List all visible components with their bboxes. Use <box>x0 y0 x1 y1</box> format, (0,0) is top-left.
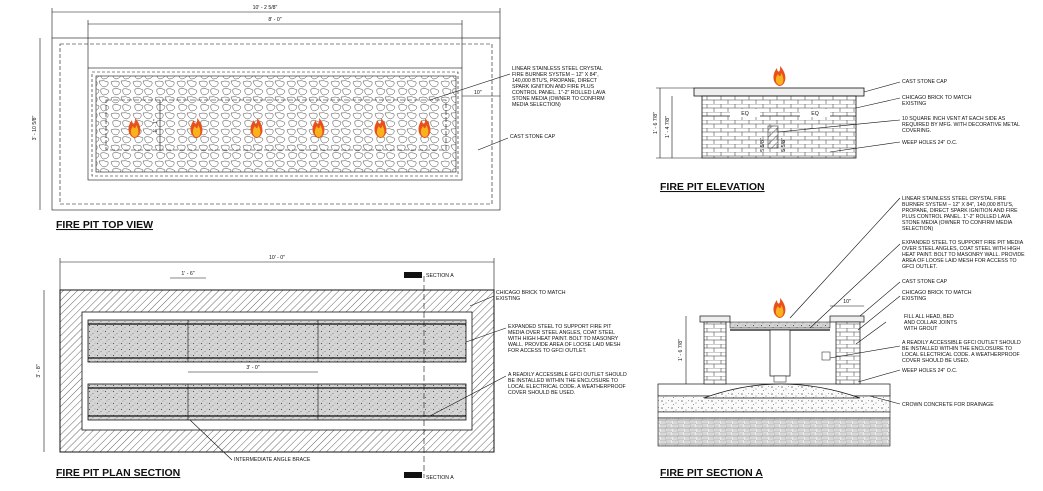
plan-dim-brace: 1' - 6" <box>181 271 194 277</box>
section-a-note-weep: WEEP HOLES 24" O.C. <box>902 368 957 374</box>
svg-text:STONE MEDIA (OWNER TO CONFIRM: STONE MEDIA (OWNER TO CONFIRM <box>512 96 605 102</box>
plan-section-a-top: SECTION A <box>426 273 454 279</box>
svg-text:COVERING.: COVERING. <box>902 128 931 134</box>
svg-text:FOR ACCESS TO GFCI OUTLET.: FOR ACCESS TO GFCI OUTLET. <box>508 348 587 354</box>
svg-text:BURNER SYSTEM – 12" X 84", 140: BURNER SYSTEM – 12" X 84", 140,000 BTU'S… <box>902 202 1013 208</box>
section-a-note-concrete: CROWN CONCRETE FOR DRAINAGE <box>902 402 994 408</box>
svg-text:WITH GROUT: WITH GROUT <box>904 326 938 332</box>
section-a-note-gfci: A READILY ACCESSIBLE GFCI OUTLET SHOULD … <box>902 340 1021 364</box>
section-a-dim-cap: 10" <box>843 299 851 305</box>
section-a-drawing <box>657 197 901 447</box>
svg-text:PLUS CONTROL PANEL. 1"-2" RO: PLUS CONTROL PANEL. 1"-2" ROLLED LAVA <box>902 214 1011 220</box>
section-a-dim-height: 1' - 6 7/8" <box>678 339 684 361</box>
svg-text:CONTROL PANEL. 1"-2" ROLLED: CONTROL PANEL. 1"-2" ROLLED LAVA <box>512 90 606 96</box>
top-view-title: FIRE PIT TOP VIEW <box>56 219 153 231</box>
svg-text:MEDIA OVER STEEL ANGLES, COAT: MEDIA OVER STEEL ANGLES, COAT STEEL <box>508 330 615 336</box>
top-view-dim-inner: 8' - 0" <box>268 17 281 23</box>
elevation-note-cap: CAST STONE CAP <box>902 79 948 85</box>
svg-text:COVER SHOULD BE USED.: COVER SHOULD BE USED. <box>902 358 969 364</box>
svg-text:SPARK IGNITION AND FIRE PLUS: SPARK IGNITION AND FIRE PLUS <box>512 84 595 90</box>
plan-section-drawing <box>43 258 507 478</box>
top-view-note-burner: LINEAR STAINLESS STEEL CRYSTAL FIRE BURN… <box>512 66 606 108</box>
svg-text:LINEAR STAINLESS STEEL CRYSTAL: LINEAR STAINLESS STEEL CRYSTAL <box>512 66 603 72</box>
svg-text:140,000 BTU'S, PROPANE, DIRECT: 140,000 BTU'S, PROPANE, DIRECT <box>512 78 598 84</box>
elevation-note-weep: WEEP HOLES 24" O.C. <box>902 140 957 146</box>
top-view-dim-side: 3' - 10 5/8" <box>32 115 38 140</box>
plan-section-title: FIRE PIT PLAN SECTION <box>56 467 180 479</box>
section-a-note-grout: FILL ALL HEAD, BED AND COLLAR JOINTS WIT… <box>904 314 958 332</box>
top-view-dim-right: 10" <box>474 90 482 96</box>
section-a-note-burner: LINEAR STAINLESS STEEL CRYSTAL FIRE BURN… <box>902 196 1018 232</box>
elevation-dim-vent-h: 5 5/8" <box>760 138 766 152</box>
svg-text:PROPANE, DIRECT SPARK IGNITION: PROPANE, DIRECT SPARK IGNITION AND FIRE <box>902 208 1018 214</box>
svg-text:HEAT PAINT. BOLT TO MASONRY W: HEAT PAINT. BOLT TO MASONRY WALL. PROVID… <box>902 252 1025 258</box>
plan-dim-span: 3' - 0" <box>246 365 259 371</box>
svg-text:COVER SHOULD BE USED.: COVER SHOULD BE USED. <box>508 390 575 396</box>
svg-text:LINEAR STAINLESS STEEL CRYSTAL: LINEAR STAINLESS STEEL CRYSTAL FIRE <box>902 196 1007 202</box>
svg-text:STONE MEDIA (OWNER TO CONFIRM: STONE MEDIA (OWNER TO CONFIRM MEDIA <box>902 220 1013 226</box>
svg-text:WALL. PROVIDE AREA OF LOOSE LA: WALL. PROVIDE AREA OF LOOSE LAID MESH <box>508 342 621 348</box>
elevation-drawing <box>656 66 901 159</box>
svg-text:MEDIA SELECTION): MEDIA SELECTION) <box>512 102 561 108</box>
svg-text:CHICAGO BRICK TO MATCH: CHICAGO BRICK TO MATCH <box>902 95 972 101</box>
svg-text:WITH HIGH HEAT PAINT. BOLT TO: WITH HIGH HEAT PAINT. BOLT TO MASONRY <box>508 336 619 342</box>
svg-text:EXISTING: EXISTING <box>902 101 926 107</box>
plan-note-brace: INTERMEDIATE ANGLE BRACE <box>234 457 311 463</box>
elevation-eq-left: EQ <box>741 111 749 117</box>
plan-note-brick: CHICAGO BRICK TO MATCH EXISTING <box>496 290 566 302</box>
svg-text:EXISTING: EXISTING <box>496 296 520 302</box>
svg-text:FIRE BURNER SYSTEM – 12" X 84": FIRE BURNER SYSTEM – 12" X 84", <box>512 72 599 78</box>
svg-text:EXPANDED STEEL TO SUPPORT FIRE: EXPANDED STEEL TO SUPPORT FIRE PIT MEDIA <box>902 240 1024 246</box>
svg-text:FILL ALL HEAD, BED: FILL ALL HEAD, BED <box>904 314 954 320</box>
elevation-title: FIRE PIT ELEVATION <box>660 181 765 193</box>
svg-text:CHICAGO BRICK TO MATCH: CHICAGO BRICK TO MATCH <box>902 290 972 296</box>
top-view-drawing <box>39 8 511 211</box>
section-a-note-brick: CHICAGO BRICK TO MATCH EXISTING <box>902 290 972 302</box>
svg-text:CHICAGO BRICK TO MATCH: CHICAGO BRICK TO MATCH <box>496 290 566 296</box>
plan-dim-overall: 10' - 0" <box>269 255 285 261</box>
svg-text:GFCI OUTLET.: GFCI OUTLET. <box>902 264 937 270</box>
plan-note-gfci: A READILY ACCESSIBLE GFCI OUTLET SHOULD … <box>508 372 627 396</box>
svg-text:BE INSTALLED WITHIN THE ENCLOS: BE INSTALLED WITHIN THE ENCLOSURE TO <box>902 346 1012 352</box>
svg-text:AND COLLAR JOINTS: AND COLLAR JOINTS <box>904 320 958 326</box>
svg-text:REQUIRED BY MFG. WITH DECORATI: REQUIRED BY MFG. WITH DECORATIVE METAL <box>902 122 1020 128</box>
svg-text:EXPANDED STEEL TO SUPPORT FIRE: EXPANDED STEEL TO SUPPORT FIRE PIT <box>508 324 612 330</box>
section-a-note-cap: CAST STONE CAP <box>902 279 948 285</box>
svg-text:A READILY ACCESSIBLE GFCI OUTL: A READILY ACCESSIBLE GFCI OUTLET SHOULD <box>508 372 627 378</box>
section-a-title: FIRE PIT SECTION A <box>660 467 763 479</box>
svg-text:AREA OF LOOSE LAID MESH FOR AC: AREA OF LOOSE LAID MESH FOR ACCESS TO <box>902 258 1017 264</box>
svg-text:LOCAL ELECTRICAL CODE. A WEATH: LOCAL ELECTRICAL CODE. A WEATHERPROOF <box>508 384 626 390</box>
svg-text:10 SQUARE INCH VENT AT EACH SI: 10 SQUARE INCH VENT AT EACH SIDE AS <box>902 116 1006 122</box>
top-view-dim-small: 1' - 1" <box>153 119 159 132</box>
elevation-note-brick: CHICAGO BRICK TO MATCH EXISTING <box>902 95 972 107</box>
elevation-dim-vent-w: 5 5/8" <box>781 138 787 152</box>
plan-section-a-bottom: SECTION A <box>426 475 454 481</box>
elevation-eq-right: EQ <box>811 111 819 117</box>
elevation-dim-inner-height: 1' - 4 7/8" <box>665 116 671 138</box>
svg-text:EXISTING: EXISTING <box>902 296 926 302</box>
section-a-note-steel: EXPANDED STEEL TO SUPPORT FIRE PIT MEDIA… <box>902 240 1025 270</box>
elevation-dim-height: 1' - 6 7/8" <box>653 112 659 134</box>
plan-dim-depth: 3' - 8" <box>36 364 42 377</box>
svg-text:LOCAL ELECTRICAL CODE. A WEATH: LOCAL ELECTRICAL CODE. A WEATHERPROOF <box>902 352 1020 358</box>
top-view-note-cap: CAST STONE CAP <box>510 134 556 140</box>
plan-note-steel: EXPANDED STEEL TO SUPPORT FIRE PIT MEDIA… <box>508 324 621 354</box>
svg-text:OVER STEEL ANGLES, COAT STEEL: OVER STEEL ANGLES, COAT STEEL WITH HIGH <box>902 246 1020 252</box>
svg-text:SELECTION): SELECTION) <box>902 226 933 232</box>
svg-text:A READILY ACCESSIBLE GFCI OUTL: A READILY ACCESSIBLE GFCI OUTLET SHOULD <box>902 340 1021 346</box>
elevation-note-vent: 10 SQUARE INCH VENT AT EACH SIDE AS REQU… <box>902 116 1020 134</box>
top-view-dim-overall: 10' - 2 5/8" <box>253 5 278 11</box>
svg-text:BE INSTALLED WITHIN THE ENCLOS: BE INSTALLED WITHIN THE ENCLOSURE TO <box>508 378 618 384</box>
